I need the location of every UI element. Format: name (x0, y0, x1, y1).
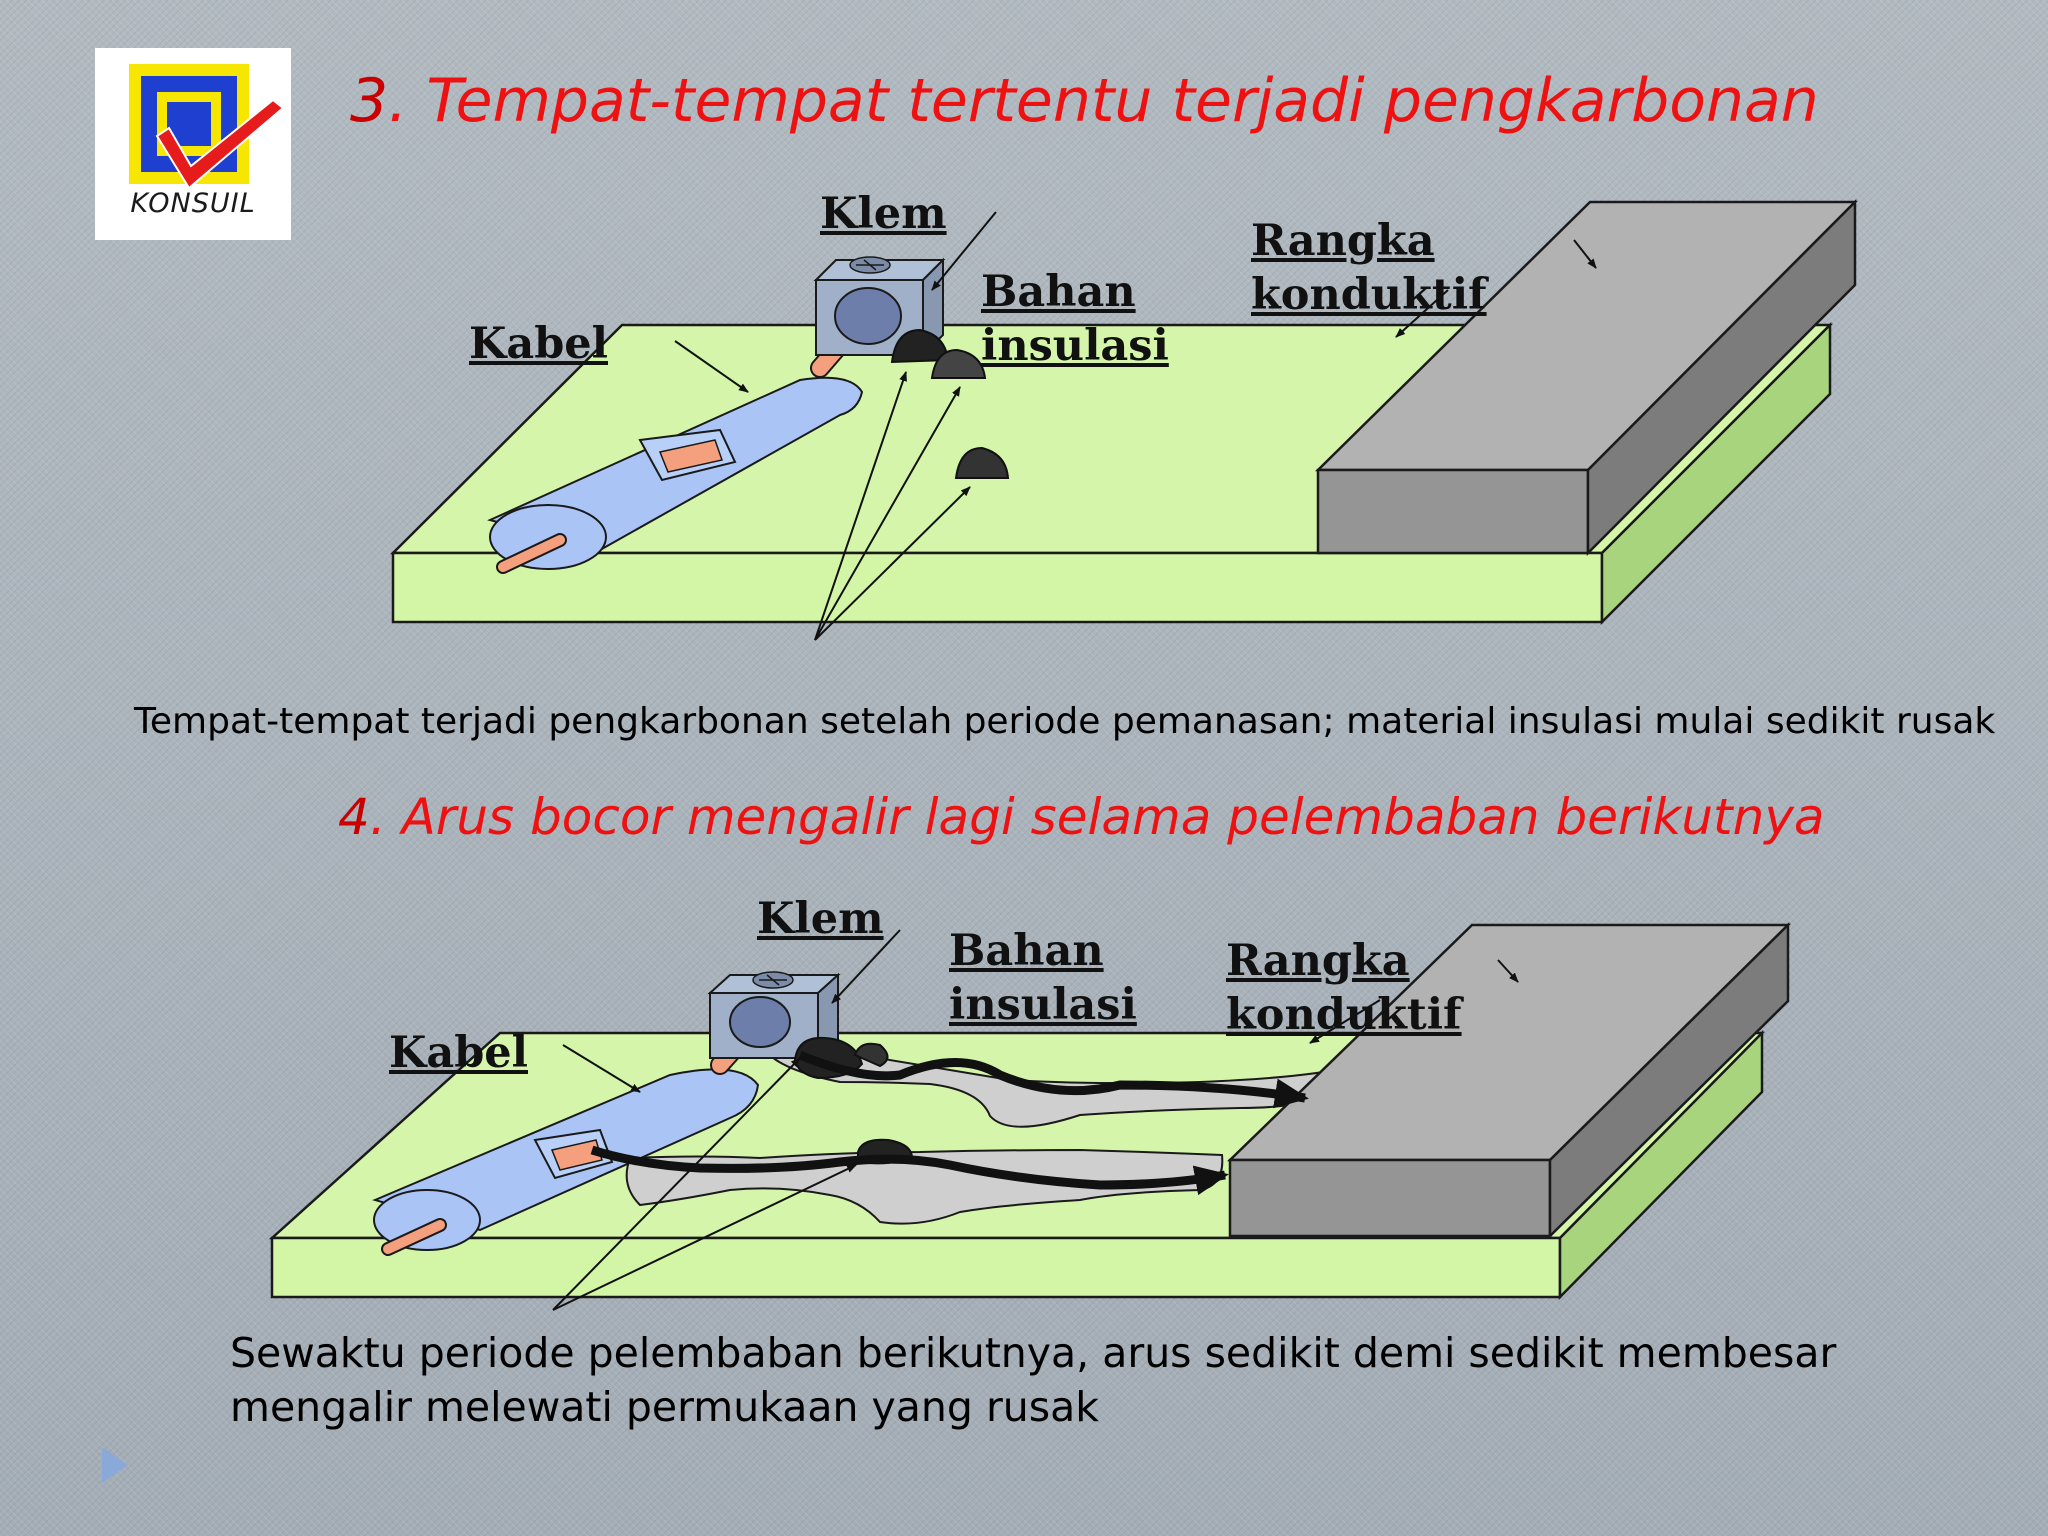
label-cable-2: Kabel (389, 1028, 528, 1078)
label-insulation-1a: Bahan (981, 267, 1136, 317)
label-clamp-1: Klem (820, 189, 947, 239)
label-insulation-2a: Bahan (949, 926, 1104, 976)
leakage-current-paths (590, 1036, 1309, 1196)
label-frame-2a: Rangka (1226, 936, 1410, 986)
caption-section-4: Sewaktu periode pelembaban berikutnya, a… (230, 1326, 1836, 1434)
label-insulation-2b: insulasi (949, 980, 1137, 1030)
label-cable-1: Kabel (469, 319, 608, 369)
logo-mark (129, 64, 285, 190)
caption-section-3: Tempat-tempat terjadi pengkarbonan setel… (134, 701, 1996, 742)
diagram-leakage-current (268, 922, 1792, 1311)
diagram-carbonization (389, 198, 1859, 641)
label-clamp-2: Klem (757, 894, 884, 944)
label-frame-2b: konduktif (1226, 990, 1462, 1040)
konsuil-logo: KONSUIL (95, 48, 291, 240)
section-4-number: 4 (338, 788, 370, 846)
section-3-title: 3. Tempat-tempat tertentu terjadi pengka… (350, 66, 1819, 136)
section-3-title-text: . Tempat-tempat tertentu terjadi pengkar… (388, 66, 1819, 136)
label-insulation-1b: insulasi (981, 321, 1169, 371)
section-3-number: 3 (350, 66, 389, 136)
logo-text: KONSUIL (130, 188, 256, 219)
caption-section-4-line2: mengalir melewati permukaan yang rusak (230, 1383, 1100, 1431)
conductive-frame (1226, 922, 1792, 1239)
next-slide-icon[interactable] (100, 1445, 130, 1485)
leader-lines (674, 211, 1597, 641)
section-4-title-text: . Arus bocor mengalir lagi selama pelemb… (369, 788, 1825, 846)
label-frame-1b: konduktif (1251, 270, 1487, 320)
label-frame-1a: Rangka (1251, 216, 1435, 266)
caption-section-4-line1: Sewaktu periode pelembaban berikutnya, a… (230, 1329, 1837, 1377)
conductive-frame (1314, 198, 1859, 557)
carbon-spots (890, 328, 1010, 479)
section-4-title: 4. Arus bocor mengalir lagi selama pelem… (338, 788, 1825, 846)
leader-lines (552, 929, 1519, 1311)
